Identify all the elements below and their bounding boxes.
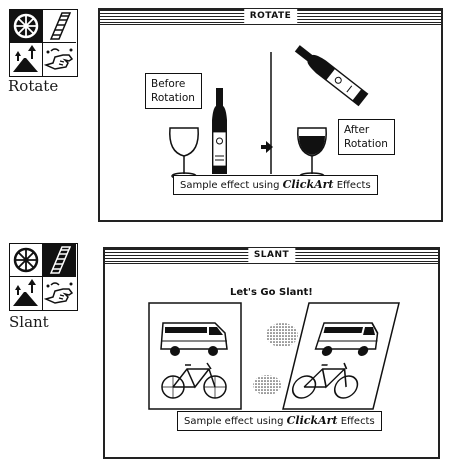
after-label-line1: After — [344, 124, 370, 136]
sample-brand: ClickArt — [282, 178, 334, 191]
slant-before-frame — [148, 302, 242, 410]
slant-tool[interactable] — [43, 244, 76, 277]
distort-hand-icon — [43, 282, 74, 304]
rotate-caption: Rotate — [8, 77, 59, 95]
distort-tool[interactable] — [43, 43, 76, 76]
slant-tool-palette — [9, 243, 78, 311]
slant-window-titlebar: SLANT — [105, 248, 438, 264]
rotate-sample-banner: Sample effect using ClickArt Effects — [173, 175, 378, 195]
wine-bottle-upright — [212, 88, 227, 174]
van-slanted — [314, 322, 379, 356]
rotate-wheel-icon — [13, 247, 39, 273]
before-label-line1: Before — [151, 78, 186, 90]
slant-window-title: SLANT — [247, 248, 296, 263]
rotate-tool[interactable] — [10, 10, 43, 43]
rotate-wheel-icon — [13, 13, 39, 39]
sample-suffix: Effects — [340, 416, 375, 427]
slant-sample-banner: Sample effect using ClickArt Effects — [177, 411, 382, 431]
slant-icon — [49, 12, 72, 40]
sample-prefix: Sample effect using — [180, 180, 280, 191]
slant-caption: Slant — [9, 313, 49, 331]
rotation-arrow-icon — [261, 141, 273, 153]
wine-glass-after — [297, 127, 327, 180]
before-label-line2: Rotation — [151, 92, 195, 104]
distort-tool[interactable] — [43, 277, 76, 310]
slant-window: SLANT Let's Go Slant! — [103, 247, 440, 459]
wine-bottle-rotated — [294, 45, 369, 107]
rotate-tool[interactable] — [10, 244, 43, 277]
stretch-icon — [13, 279, 38, 306]
rotate-window-title: ROTATE — [243, 9, 298, 24]
van-before — [160, 322, 228, 356]
wine-glass-before — [169, 127, 199, 180]
sample-prefix: Sample effect using — [184, 416, 284, 427]
sample-brand: ClickArt — [286, 414, 338, 427]
rotate-artwork — [169, 45, 369, 180]
slant-heading: Let's Go Slant! — [230, 287, 313, 298]
distort-hand-icon — [43, 48, 74, 70]
stretch-tool[interactable] — [10, 43, 43, 76]
before-rotation-label: Before Rotation — [145, 73, 202, 109]
after-label-line2: Rotation — [344, 138, 388, 150]
slant-tool[interactable] — [43, 10, 76, 43]
stretch-tool[interactable] — [10, 277, 43, 310]
slant-after-frame — [282, 302, 400, 410]
stretch-icon — [13, 45, 38, 72]
speed-trail-bike — [253, 375, 281, 395]
slant-icon — [49, 246, 72, 274]
bicycle-before — [161, 362, 227, 399]
speed-trail-van — [266, 323, 298, 347]
after-rotation-label: After Rotation — [338, 119, 395, 155]
slant-artwork — [148, 302, 400, 410]
bicycle-slanted — [291, 362, 359, 399]
rotate-window-titlebar: ROTATE — [100, 9, 441, 25]
rotate-window: ROTATE — [98, 8, 443, 222]
sample-suffix: Effects — [336, 180, 371, 191]
rotate-tool-palette — [9, 9, 78, 77]
